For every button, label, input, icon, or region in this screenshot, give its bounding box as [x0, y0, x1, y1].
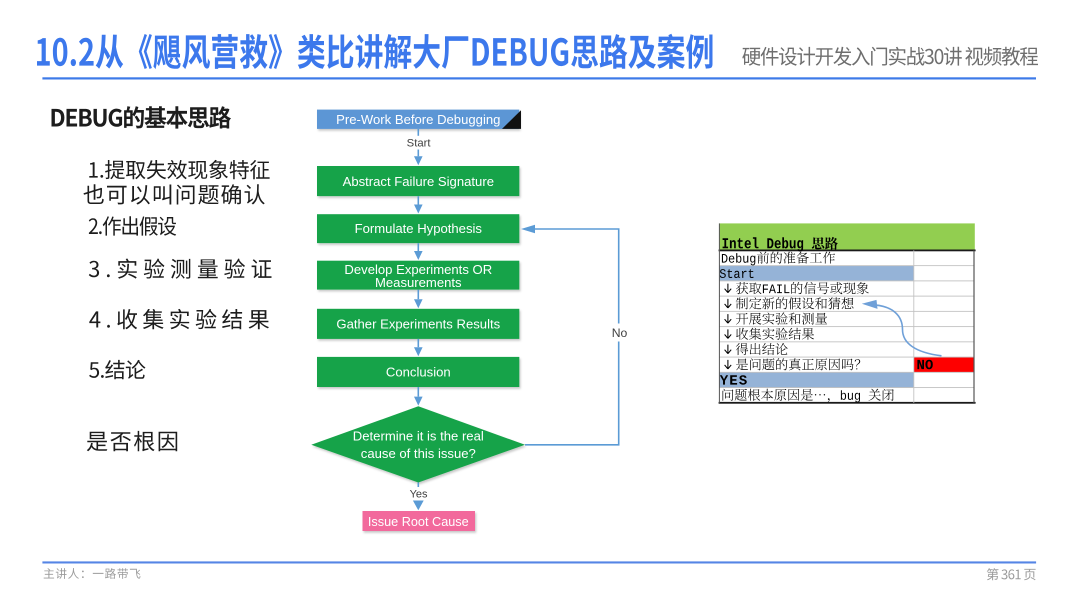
svg-text:Develop Experiments OR: Develop Experiments OR [344, 262, 492, 277]
svg-text:Determine it is the real: Determine it is the real [353, 428, 484, 443]
svg-text:cause of this issue?: cause of this issue? [361, 446, 476, 461]
svg-text:Abstract Failure Signature: Abstract Failure Signature [343, 174, 494, 189]
svg-text:Issue Root Cause: Issue Root Cause [368, 515, 469, 529]
svg-text:Formulate Hypothesis: Formulate Hypothesis [355, 221, 483, 236]
svg-text:No: No [612, 326, 628, 340]
svg-text:Conclusion: Conclusion [386, 365, 451, 380]
svg-text:Gather Experiments Results: Gather Experiments Results [336, 316, 500, 331]
svg-text:Pre-Work Before Debugging: Pre-Work Before Debugging [336, 112, 500, 127]
svg-text:Start: Start [407, 137, 432, 149]
svg-text:Measurements: Measurements [375, 275, 462, 290]
svg-text:Yes: Yes [410, 488, 428, 500]
